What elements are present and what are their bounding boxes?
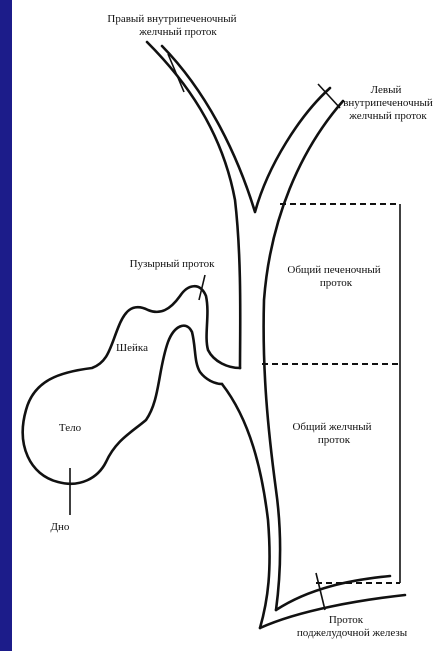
hepatic-confluence-line (162, 46, 330, 212)
region-markers (262, 204, 400, 583)
label-pancreatic-2: поджелудочной железы (297, 627, 408, 639)
gallbladder-outline (23, 286, 240, 484)
label-common-bile-2: проток (318, 434, 351, 446)
label-left-hepatic-1: Левый (371, 84, 402, 96)
common-bile-duct-left-wall (222, 384, 270, 628)
label-common-bile-1: Общий желчный (292, 421, 371, 433)
label-neck: Шейка (116, 342, 148, 354)
label-common-hepatic-1: Общий печеночный (287, 264, 380, 276)
label-pancreatic-1: Проток (329, 614, 364, 626)
label-body: Тело (59, 422, 82, 434)
label-right-hepatic-2: желчный проток (138, 26, 217, 38)
label-right-hepatic-1: Правый внутрипеченочный (107, 13, 236, 25)
label-common-hepatic-2: проток (320, 277, 353, 289)
label-left-hepatic-2: внутрипеченочный (343, 97, 433, 109)
right-hepatic-duct-line (147, 42, 240, 368)
common-duct-right-wall (264, 101, 343, 610)
gallbladder (23, 286, 240, 484)
label-cystic-duct: Пузырный проток (130, 258, 215, 270)
duct-lines (147, 42, 405, 628)
pointer-lines (70, 54, 340, 610)
label-fundus: Дно (51, 521, 70, 533)
label-left-hepatic-3: желчный проток (348, 110, 427, 122)
labels: Правый внутрипеченочный желчный проток Л… (51, 13, 433, 639)
